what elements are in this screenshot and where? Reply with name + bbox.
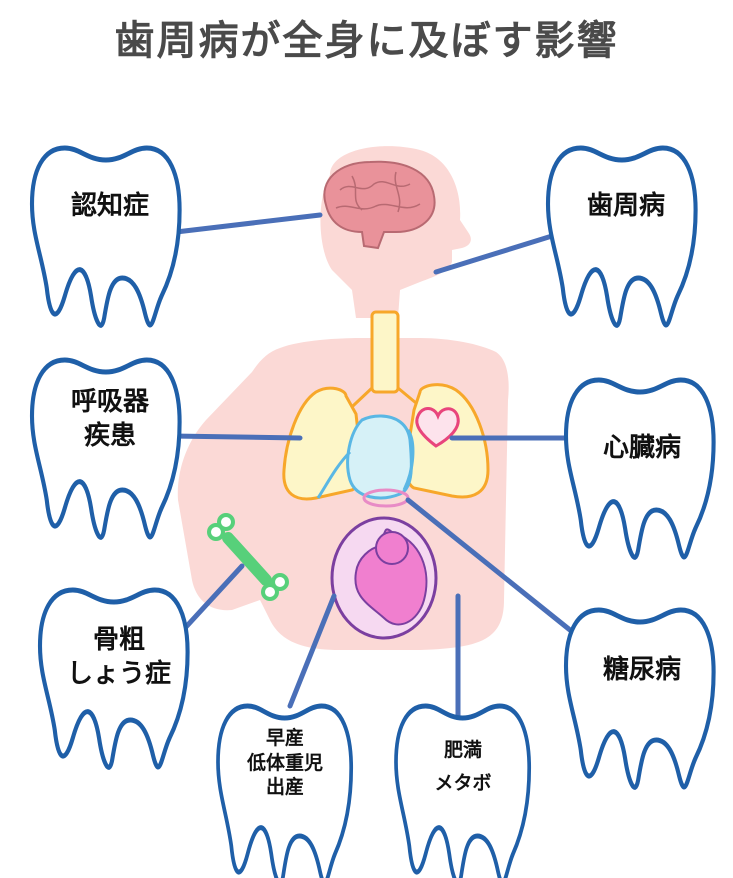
heart-icon xyxy=(415,407,460,448)
brain-icon xyxy=(323,160,436,250)
label-preterm: 早産 低体重児 出産 xyxy=(246,727,323,799)
connector-lines xyxy=(169,212,573,719)
tooth-heart xyxy=(566,380,714,557)
label-obesity: 肥満 メタボ xyxy=(434,739,492,795)
label-periodontal: 歯周病 xyxy=(586,191,665,221)
uterus-fetus-icon xyxy=(330,516,438,640)
page-title: 歯周病が全身に及ぼす影響 xyxy=(114,18,619,64)
label-respiratory: 呼吸器 疾患 xyxy=(70,387,149,451)
tooth-diabetes xyxy=(566,610,714,787)
label-diabetes: 糖尿病 xyxy=(602,655,681,685)
tooth-dementia xyxy=(32,148,180,325)
stomach-icon xyxy=(316,414,415,508)
label-osteoporosis: 骨粗 しょう症 xyxy=(66,625,171,689)
trachea-icon xyxy=(336,310,435,422)
label-heart-disease: 心臓病 xyxy=(602,433,681,463)
tooth-periodontal xyxy=(548,148,696,325)
label-dementia: 認知症 xyxy=(70,191,149,221)
lungs-icon xyxy=(282,383,490,501)
bone-icon xyxy=(207,513,289,601)
